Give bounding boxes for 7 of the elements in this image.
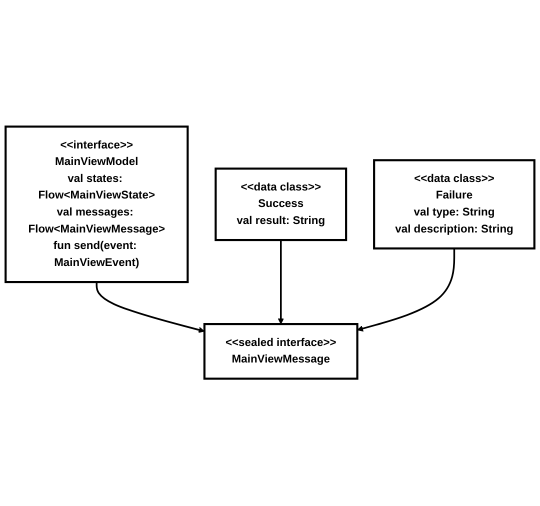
node-box: <<data class>> Success val result: String: [214, 168, 348, 242]
node-box: <<sealed interface>> MainViewMessage: [203, 323, 358, 380]
node-box: <<interface>> MainViewModel val states: Flow<MainViewState> val messages: Flow<MainViewMessage> fun send(event: MainViewEvent): [4, 126, 189, 284]
arrow: [357, 248, 456, 332]
arrow: [278, 240, 284, 325]
arrow: [96, 282, 205, 334]
node-box: <<data class>> Failure val type: String val description: String: [373, 160, 536, 250]
